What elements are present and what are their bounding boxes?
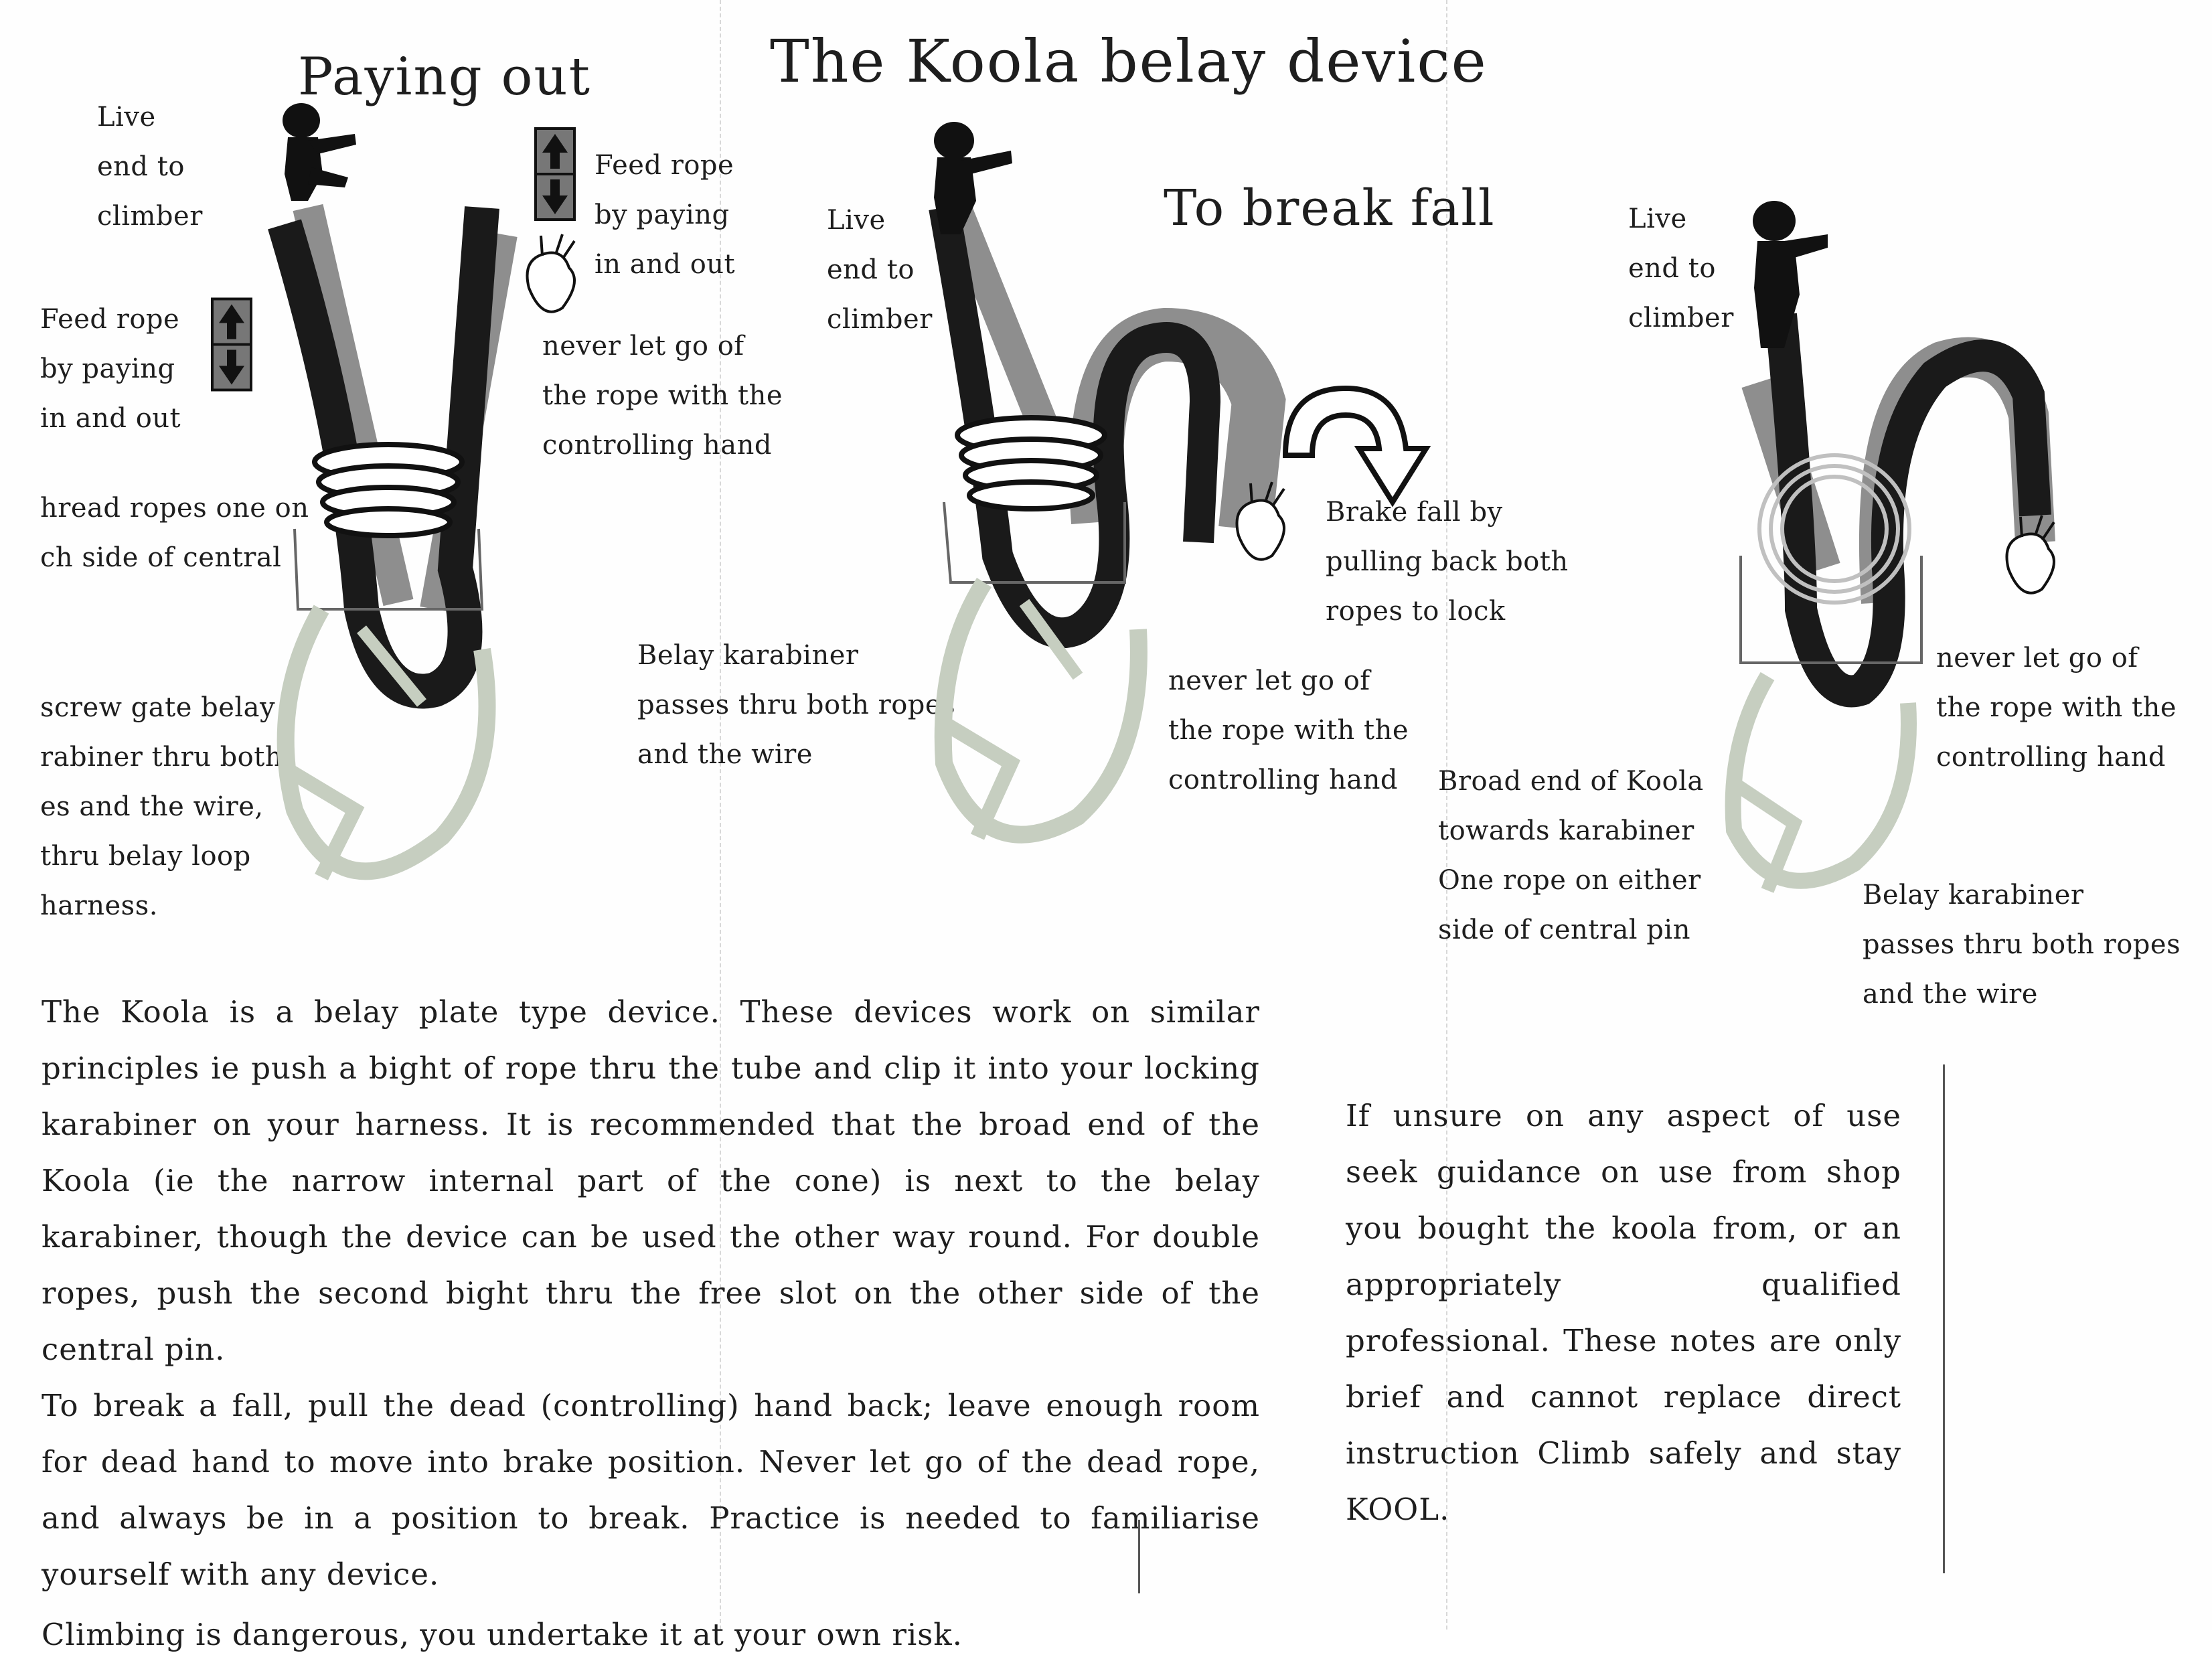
climber-icon [1753,201,1828,348]
up-down-arrows-icon [534,127,576,221]
hand-icon [2005,515,2055,595]
panel2-brake-fall-label: Brake fall by pulling back both ropes to… [1326,497,1569,627]
up-down-arrows-icon [211,297,252,392]
panel1-feed-rope-left-label: Feed rope by paying in and out [40,304,181,434]
paragraph-break-fall: To break a fall, pull the dead (controll… [42,1388,1260,1592]
karabiner-icon [934,578,1148,844]
koola-device-icon [1739,453,1923,664]
panel1-live-end-label: Live end to climber [97,102,203,232]
panel1-heading: Paying out [298,47,591,107]
break-fall-diagram [929,122,1431,844]
panel1-screwgate-label: screw gate belay rabiner thru both es an… [40,692,283,921]
koola-device-icon [943,415,1126,584]
hand-icon [1235,481,1285,561]
fold-crease [720,0,721,1630]
paragraph-warning: Climbing is dangerous, you undertake it … [42,1617,963,1652]
divider-line [1138,1520,1140,1593]
sidebar-divider [1943,1064,1945,1573]
hand-icon [526,234,576,313]
panel3-never-let-go-label: never let go of the rope with the contro… [1936,643,2177,773]
panel2-never-let-go-label: never let go of the rope with the contro… [1168,665,1409,795]
panel3-broad-end-label: Broad end of Koola towards karabiner One… [1438,766,1704,945]
koola-orientation-diagram [1725,201,2055,893]
fold-crease [1446,0,1447,1630]
panel2-heading: To break fall [1164,179,1496,237]
koola-device-icon [293,442,484,611]
panel1-thread-ropes-label: hread ropes one on ch side of central [40,493,309,573]
panel1-never-let-go-label: never let go of the rope with the contro… [542,331,783,461]
page-title: The Koola belay device [770,27,1488,96]
instructions-body: The Koola is a belay plate type device. … [42,984,1260,1663]
brake-arrow-icon [1282,385,1431,507]
safety-notice: If unsure on any aspect of use seek guid… [1346,1098,1901,1527]
paragraph-principles: The Koola is a belay plate type device. … [42,994,1260,1367]
karabiner-icon [276,605,496,880]
paying-out-diagram [268,103,576,880]
panel3-belay-karabiner-label: Belay karabiner passes thru both ropes a… [1863,880,2181,1010]
panel2-belay-karabiner-label: Belay karabiner passes thru both ropes a… [637,640,956,770]
panel2-live-end-label: Live end to climber [827,205,933,335]
karabiner-icon [1725,671,1917,893]
panel1-feed-rope-label: Feed rope by paying in and out [595,150,736,280]
panel3-live-end-label: Live end to climber [1628,204,1734,333]
climber-icon [934,122,1012,234]
climber-icon [283,103,356,201]
